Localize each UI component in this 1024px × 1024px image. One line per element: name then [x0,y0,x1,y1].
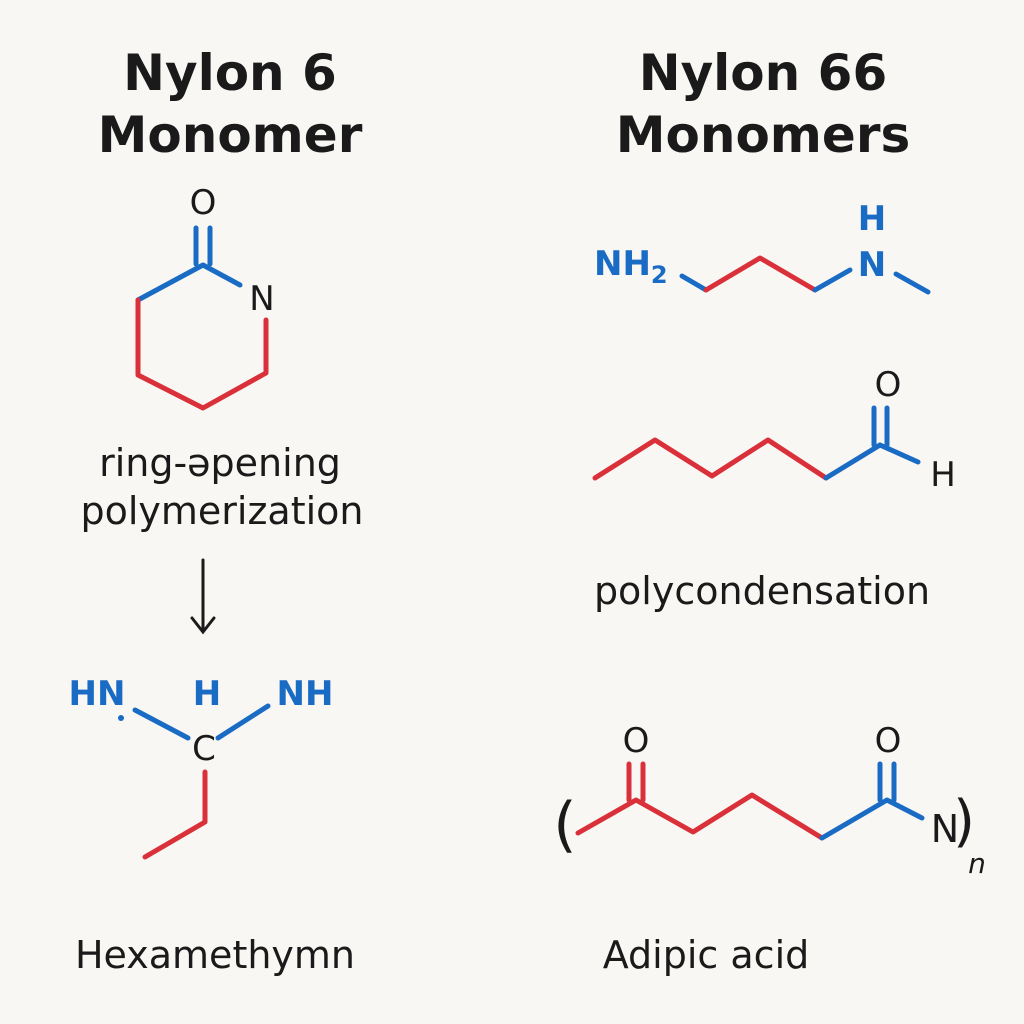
polymer-repeat-unit: ( O O N ) n [553,721,986,880]
carbonyl-oxygen-1: O [623,721,650,761]
process-label-line1: ring-əpening [99,441,341,485]
aldehyde-hydrogen: H [930,455,956,495]
open-paren: ( [553,790,576,860]
bond [132,707,191,741]
amine-n: N [858,245,886,285]
caprolactam-structure: O N [135,183,275,411]
nylon6-product-structure: HN H NH C [69,674,334,860]
process-label-line2: polymerization [80,489,363,533]
nylon66-title-line1: Nylon 66 [639,44,888,102]
aldehyde-structure: O H [592,365,956,495]
repeat-subscript-n: n [968,847,986,880]
nylon66-title-line2: Monomers [616,106,910,164]
amide-nitrogen: N [931,807,959,851]
nylon66-monomer-name: Adipic acid [603,933,810,977]
amine-h: H [858,199,886,239]
close-paren: ) [953,789,975,854]
ring-nitrogen: N [249,279,274,319]
down-arrow-icon [190,558,216,635]
carbon-atom: C [192,729,216,769]
bond [819,797,925,841]
nylon6-title-line1: Nylon 6 [123,44,337,102]
bond [703,255,818,293]
bond [679,273,709,293]
nh2-group: NH2 [594,244,668,289]
carbonyl-oxygen-2: O [875,721,902,761]
bond [893,271,931,295]
aldehyde-oxygen: O [875,365,902,405]
bond [215,703,271,741]
lone-pair-dot [118,715,124,721]
nh-text: NH [594,244,651,284]
h-atom: H [193,674,221,714]
polycondensation-label: polycondensation [594,569,930,613]
nylon6-title-line2: Monomer [98,106,363,164]
hn-group: HN [69,674,126,714]
ring-bond-red [135,297,269,411]
ring-bond-blue [135,262,243,303]
bond [823,442,883,481]
amine-structure: NH2 H N [594,199,931,295]
bond [575,792,825,841]
bond [592,437,829,481]
nylon6-monomer-name: Hexamethymn [75,933,355,977]
bond [812,267,853,293]
subscript-2: 2 [651,261,668,289]
ring-oxygen: O [190,183,217,223]
bond [142,769,208,860]
nh-group: NH [277,674,334,714]
bond [877,442,921,465]
